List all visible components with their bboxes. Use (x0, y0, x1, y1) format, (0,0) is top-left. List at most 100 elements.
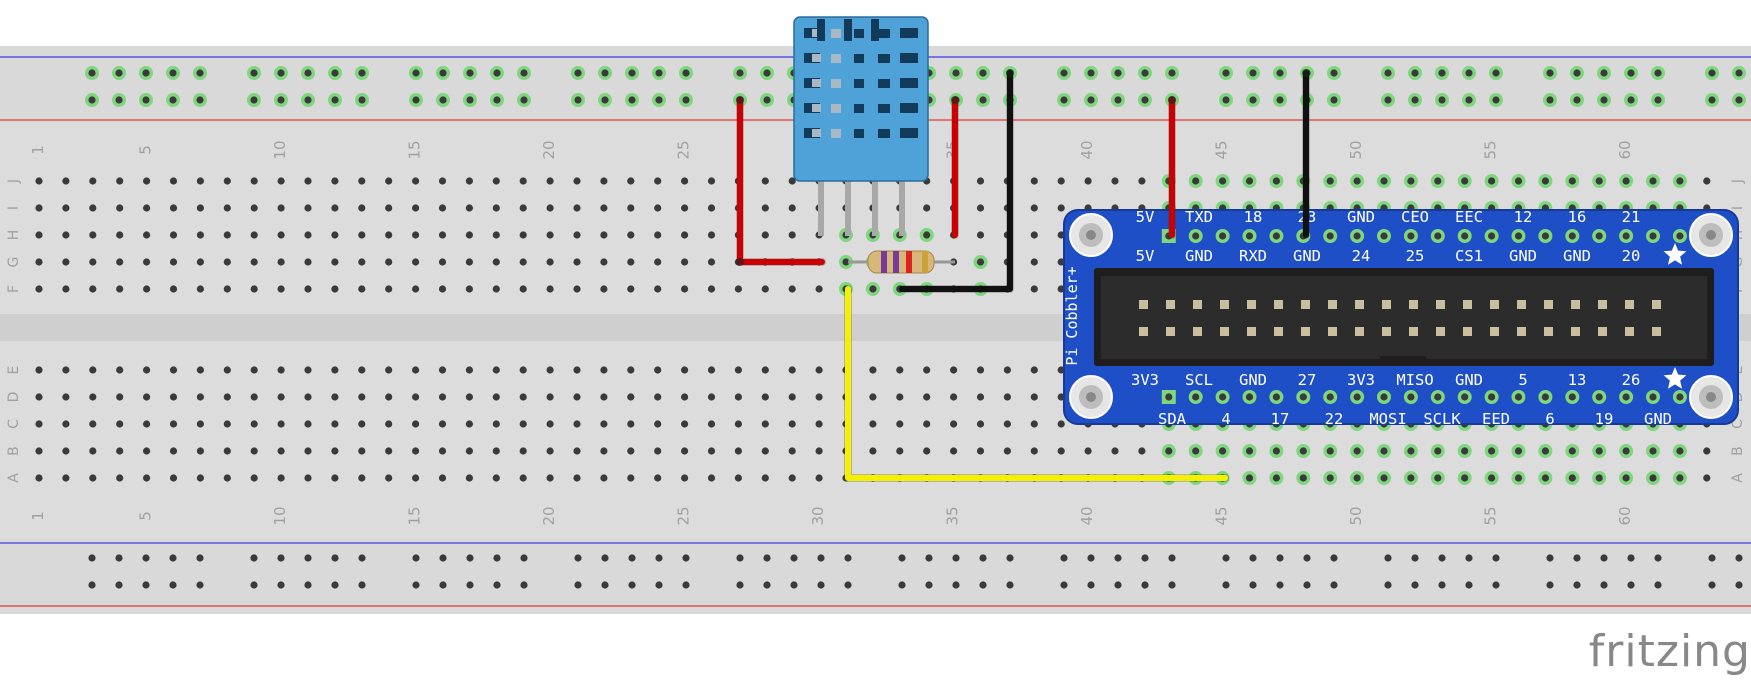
rail-hole (304, 581, 312, 589)
hole (465, 393, 473, 401)
hole (412, 258, 420, 266)
rail-hole (1114, 96, 1122, 104)
hole (573, 204, 581, 212)
hole (896, 447, 904, 455)
cobbler-label-upper: RXD (1239, 247, 1267, 265)
gpio-pin (1490, 327, 1499, 336)
hole (842, 258, 850, 266)
sensor-grille-light (812, 79, 821, 87)
hole (35, 393, 43, 401)
rail-hole (628, 69, 636, 77)
hole (169, 420, 178, 428)
rail-hole (412, 69, 420, 77)
hole (277, 420, 285, 428)
rail-hole (1411, 581, 1419, 589)
hole (627, 177, 635, 185)
row-letter: B (1730, 446, 1746, 456)
rail-hole (169, 96, 177, 104)
cobbler-label-bottom: SCLK (1423, 410, 1461, 428)
rail-hole (493, 69, 501, 77)
hole (869, 366, 877, 374)
sensor-grille-light (831, 29, 841, 38)
hole (412, 393, 420, 401)
hole (546, 285, 554, 293)
hole (600, 393, 608, 401)
rail-hole (1276, 581, 1284, 589)
cobbler-title: Pi Cobbler+ (1063, 266, 1081, 365)
rail-hole (520, 581, 528, 589)
rail-hole (1600, 69, 1608, 77)
hole (116, 420, 124, 428)
hole (1514, 474, 1523, 482)
cobbler-label-lower: 27 (1298, 371, 1317, 389)
rail-hole (1222, 69, 1230, 77)
rail-hole (412, 554, 420, 562)
rail-hole (574, 581, 582, 589)
hole (358, 258, 366, 266)
sensor-body (793, 16, 929, 182)
hole (976, 420, 985, 428)
rail-hole (1168, 581, 1176, 589)
rail-hole (358, 69, 366, 77)
rail-hole (952, 581, 960, 589)
gpio-pin (1571, 327, 1580, 336)
hole (1245, 447, 1254, 455)
hole (1057, 177, 1065, 185)
rail-hole (655, 69, 663, 77)
rail-hole (655, 554, 663, 562)
rail-hole (763, 554, 771, 562)
wire-end (736, 96, 744, 104)
hole (62, 177, 70, 185)
hole (707, 366, 716, 374)
hole (707, 474, 716, 482)
hole (654, 366, 662, 374)
row-letter: I (6, 206, 22, 210)
hole (331, 420, 339, 428)
pin-hole (1272, 393, 1280, 401)
rail-hole (1654, 96, 1662, 104)
hole (304, 204, 312, 212)
rail-hole (439, 554, 447, 562)
hole (788, 177, 796, 185)
hole (627, 393, 635, 401)
rail-hole (1114, 69, 1122, 77)
hole (950, 393, 958, 401)
rail-hole (1249, 554, 1257, 562)
hole (35, 231, 43, 239)
hole (573, 447, 581, 455)
yellow-wire (845, 286, 1228, 481)
mount-hole-center (1086, 230, 1096, 240)
hole (438, 258, 447, 266)
hole (492, 474, 500, 482)
pin-hole (1245, 393, 1254, 401)
hole (1326, 474, 1334, 482)
cobbler-label-bottom: EED (1482, 410, 1510, 428)
hole (250, 258, 258, 266)
hole (223, 204, 231, 212)
hole (815, 474, 823, 482)
hole (546, 204, 554, 212)
hole (654, 474, 662, 482)
dht-sensor-icon (793, 16, 929, 236)
pin-hole (1676, 232, 1684, 240)
hole (519, 447, 527, 455)
rail-hole (1249, 69, 1257, 77)
hole (546, 258, 554, 266)
row-letter: A (6, 473, 22, 483)
gpio-pin (1328, 327, 1337, 336)
hole (1595, 177, 1603, 185)
rail-hole (1060, 96, 1068, 104)
rail-hole (682, 69, 690, 77)
hole (116, 393, 124, 401)
cobbler-label-lower: 3V3 (1347, 371, 1375, 389)
sensor-pin (872, 178, 878, 236)
hole (277, 393, 285, 401)
pin-hole (1676, 393, 1684, 401)
sensor-grille (900, 128, 918, 138)
rail-hole (196, 581, 204, 589)
hole (654, 447, 662, 455)
hole (331, 474, 339, 482)
hole (35, 177, 43, 185)
rail-hole (1141, 581, 1149, 589)
pin-hole (1488, 393, 1496, 401)
